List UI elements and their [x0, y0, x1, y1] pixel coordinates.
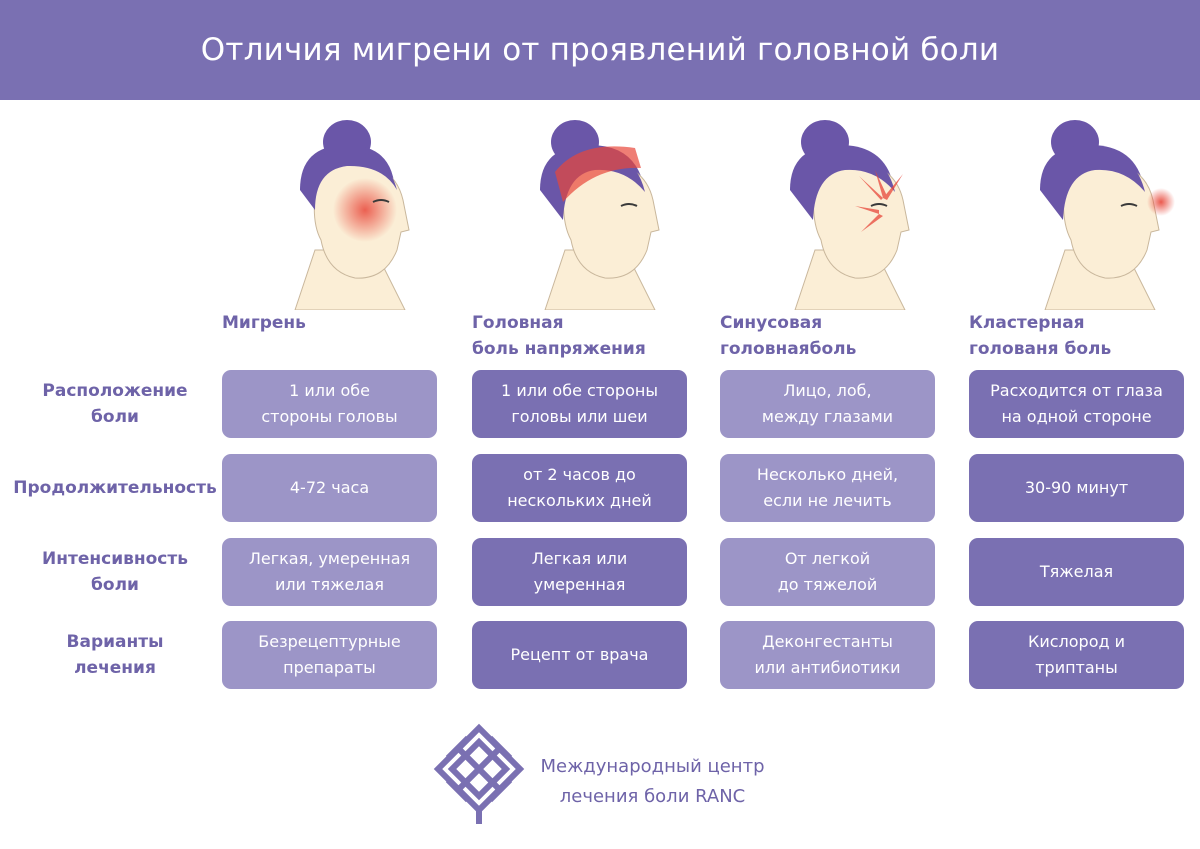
cell-line1: от 2 часов до	[523, 465, 636, 484]
cell-line2: если не лечить	[763, 491, 892, 510]
cell-line2: или тяжелая	[275, 575, 384, 594]
cell-treatment-tension: Рецепт от врача	[472, 621, 687, 689]
column-title-cluster: Кластерная голованя боль	[969, 310, 1184, 362]
cell-line1: 30-90 минут	[1024, 478, 1129, 497]
cell-line1: Легкая или	[531, 549, 628, 568]
cell-treatment-sinus: Деконгестанты или антибиотики	[720, 621, 935, 689]
header-banner: Отличия мигрени от проявлений головной б…	[0, 0, 1200, 100]
cell-line1: Деконгестанты	[762, 632, 893, 651]
column-title-line2: головнаяболь	[720, 339, 857, 359]
row-label-line2: боли	[91, 407, 139, 427]
cell-location-migraine: 1 или обе стороны головы	[222, 370, 437, 438]
row-label-intensity: Интенсивность боли	[0, 538, 230, 606]
cell-line1: Несколько дней,	[756, 465, 899, 484]
cell-duration-migraine: 4-72 часа	[222, 454, 437, 522]
head-illustration-tension	[505, 110, 675, 310]
cell-location-tension: 1 или обе стороны головы или шеи	[472, 370, 687, 438]
footer-line1: Международный центр	[540, 756, 765, 777]
cell-intensity-sinus: От легкой до тяжелой	[720, 538, 935, 606]
row-label-line1: Расположение	[42, 381, 188, 401]
head-illustration-migraine	[255, 110, 425, 310]
cell-duration-sinus: Несколько дней, если не лечить	[720, 454, 935, 522]
head-illustration-sinus	[755, 110, 925, 310]
cell-line1: 1 или обе	[289, 381, 370, 400]
footer-line2: лечения боли RANC	[559, 786, 746, 807]
cell-line2: до тяжелой	[777, 575, 878, 594]
row-label-line1: Варианты	[66, 632, 164, 652]
column-title-line2: Мигрень	[222, 313, 306, 333]
row-label-treatment: Варианты лечения	[0, 621, 230, 689]
cell-line2: на одной стороне	[1001, 407, 1152, 426]
row-label-line2: боли	[91, 575, 139, 595]
sinus-head-icon	[790, 120, 910, 310]
cell-line1: Рецепт от врача	[510, 645, 649, 664]
column-title-tension: Головная боль напряжения	[472, 310, 687, 362]
cell-line1: Лицо, лоб,	[783, 381, 872, 400]
cell-line2: нескольких дней	[507, 491, 652, 510]
cell-line1: От легкой	[784, 549, 871, 568]
column-title-sinus: Синусовая головнаяболь	[720, 310, 935, 362]
cell-line1: Легкая, умеренная	[248, 549, 411, 568]
endless-knot-logo-icon	[432, 722, 526, 830]
cluster-head-icon	[1040, 120, 1175, 310]
row-label-line1: Продолжительность	[13, 478, 217, 498]
cell-intensity-migraine: Легкая, умеренная или тяжелая	[222, 538, 437, 606]
row-label-line1: Интенсивность	[42, 549, 188, 569]
cell-line1: 4-72 часа	[289, 478, 370, 497]
head-illustration-cluster	[1005, 110, 1175, 310]
cell-intensity-cluster: Тяжелая	[969, 538, 1184, 606]
cell-location-sinus: Лицо, лоб, между глазами	[720, 370, 935, 438]
cell-line2: триптаны	[1035, 658, 1118, 677]
cell-line2: умеренная	[533, 575, 626, 594]
row-label-duration: Продолжительность	[0, 454, 230, 522]
cell-treatment-cluster: Кислород и триптаны	[969, 621, 1184, 689]
cell-line2: стороны головы	[261, 407, 398, 426]
cell-line1: Тяжелая	[1039, 562, 1114, 581]
row-label-line2: лечения	[74, 658, 156, 678]
cell-duration-tension: от 2 часов до нескольких дней	[472, 454, 687, 522]
footer-organization-name: Международный центр лечения боли RANC	[530, 752, 775, 812]
cell-line2: головы или шеи	[511, 407, 648, 426]
column-title-line2: голованя боль	[969, 339, 1112, 359]
cell-location-cluster: Расходится от глаза на одной стороне	[969, 370, 1184, 438]
cell-line2: препараты	[283, 658, 376, 677]
migraine-head-icon	[294, 120, 410, 310]
cell-line1: Безрецептурные	[258, 632, 401, 651]
cell-line2: или антибиотики	[754, 658, 901, 677]
column-title-line1: Кластерная	[969, 313, 1085, 333]
cell-intensity-tension: Легкая или умеренная	[472, 538, 687, 606]
column-title-line2: боль напряжения	[472, 339, 646, 359]
column-title-line1: Головная	[472, 313, 564, 333]
row-label-location: Расположение боли	[0, 370, 230, 438]
cell-line1: Кислород и	[1027, 632, 1126, 651]
column-title-migraine: Мигрень	[222, 310, 437, 336]
cell-line1: 1 или обе стороны	[501, 381, 658, 400]
tension-head-icon	[540, 120, 660, 310]
page-title: Отличия мигрени от проявлений головной б…	[200, 32, 1000, 68]
cell-duration-cluster: 30-90 минут	[969, 454, 1184, 522]
cell-line1: Расходится от глаза	[990, 381, 1163, 400]
cell-line2: между глазами	[761, 407, 894, 426]
cell-treatment-migraine: Безрецептурные препараты	[222, 621, 437, 689]
column-title-line1: Синусовая	[720, 313, 823, 333]
